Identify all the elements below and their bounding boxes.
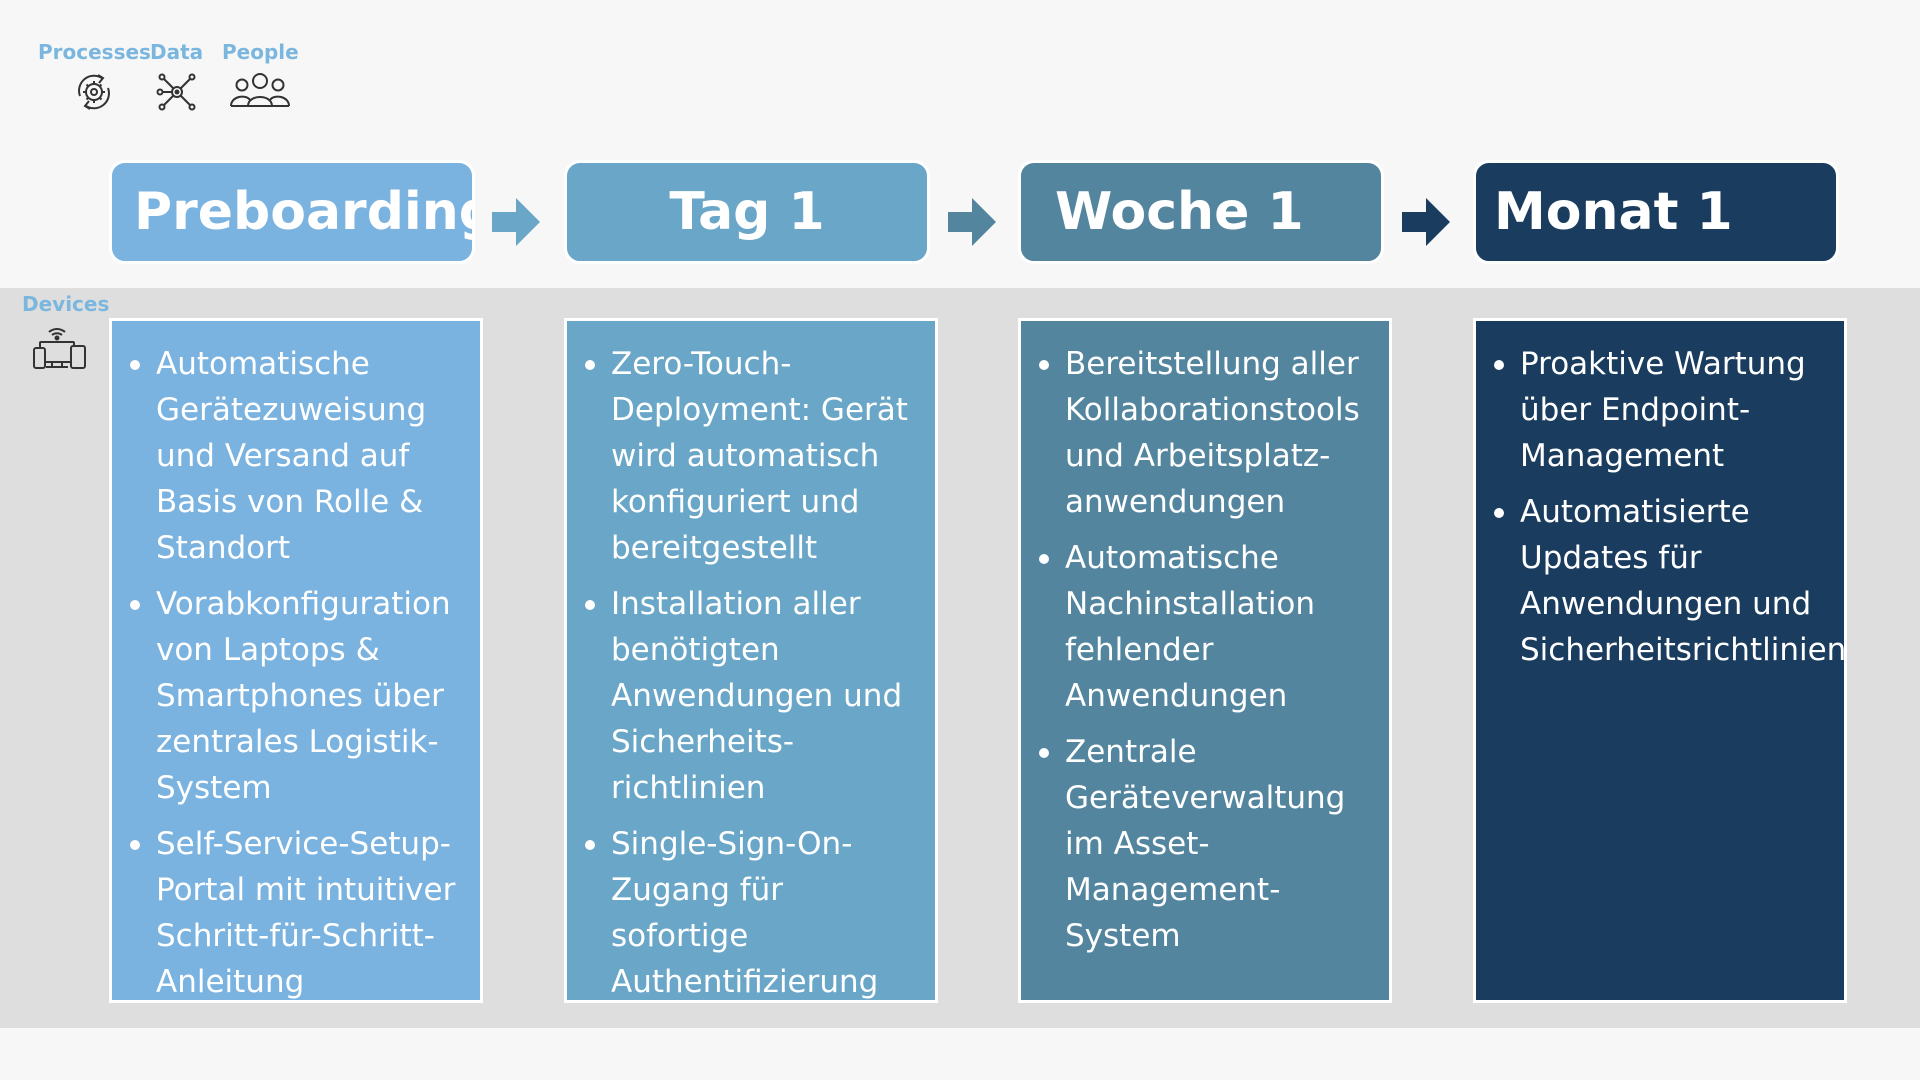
bullet-list: Automatische Gerätezuweisung und Versand…	[112, 321, 480, 1000]
list-item: Automatische Gerätezuweisung und Versand…	[126, 341, 466, 571]
arrow-right-icon	[492, 198, 540, 246]
list-item: Proaktive Wartung über Endpoint-Manageme…	[1490, 341, 1830, 479]
legend-people-label: People	[222, 40, 299, 64]
phase-box-woche-1: Bereitstellung aller Kollaborationstools…	[1018, 318, 1392, 1003]
list-item: Automatisierte Updates für Anwendungen u…	[1490, 489, 1844, 673]
list-item: Self-Service-Setup-Portal mit intuitiver…	[126, 821, 466, 1000]
list-item: Bereitstellung aller Kollaborationstools…	[1035, 341, 1375, 525]
list-item: Automatische Nachinstallation fehlender …	[1035, 535, 1375, 719]
network-nodes-icon	[156, 73, 196, 111]
legend-data: Data	[150, 40, 203, 114]
phase-box-monat-1: Proaktive Wartung über Endpoint-Manageme…	[1473, 318, 1847, 1003]
bullet-list: Proaktive Wartung über Endpoint-Manageme…	[1476, 321, 1844, 673]
list-item: Zero-Touch-Deployment: Gerät wird automa…	[581, 341, 921, 571]
phase-box-preboarding: Automatische Gerätezuweisung und Versand…	[109, 318, 483, 1003]
arrow-right-icon	[948, 198, 996, 246]
bullet-list: Bereitstellung aller Kollaborationstools…	[1021, 321, 1389, 959]
arrow-right-icon	[1402, 198, 1450, 246]
legend-people: People	[222, 40, 299, 110]
phase-box-tag-1: Zero-Touch-Deployment: Gerät wird automa…	[564, 318, 938, 1003]
list-item: Vorabkonfiguration von Laptops & Smartph…	[126, 581, 466, 811]
list-item: Installation aller benötigten Anwendunge…	[581, 581, 921, 811]
phase-header-preboarding: Preboarding	[109, 160, 475, 264]
legend-devices-label: Devices	[22, 292, 110, 316]
phase-title: Monat 1	[1494, 182, 1733, 242]
people-group-icon	[230, 73, 291, 107]
gear-cycle-icon	[78, 74, 111, 110]
list-item: Zentrale Geräteverwaltung im Asset-Manag…	[1035, 729, 1375, 959]
bullet-list: Zero-Touch-Deployment: Gerät wird automa…	[567, 321, 935, 1000]
phase-header-woche-1: Woche 1	[1018, 160, 1384, 264]
phase-header-tag-1: Tag 1	[564, 160, 930, 264]
phase-title: Woche 1	[1055, 182, 1304, 242]
list-item: Single-Sign-On-Zugang für sofortige Auth…	[581, 821, 921, 1000]
phase-title: Tag 1	[669, 182, 825, 242]
legend-processes: Processes	[38, 40, 151, 114]
phase-title: Preboarding	[134, 182, 475, 242]
phase-header-monat-1: Monat 1	[1473, 160, 1839, 264]
legend-processes-label: Processes	[38, 40, 151, 64]
legend-data-label: Data	[150, 40, 204, 64]
devices-icon	[33, 328, 86, 369]
